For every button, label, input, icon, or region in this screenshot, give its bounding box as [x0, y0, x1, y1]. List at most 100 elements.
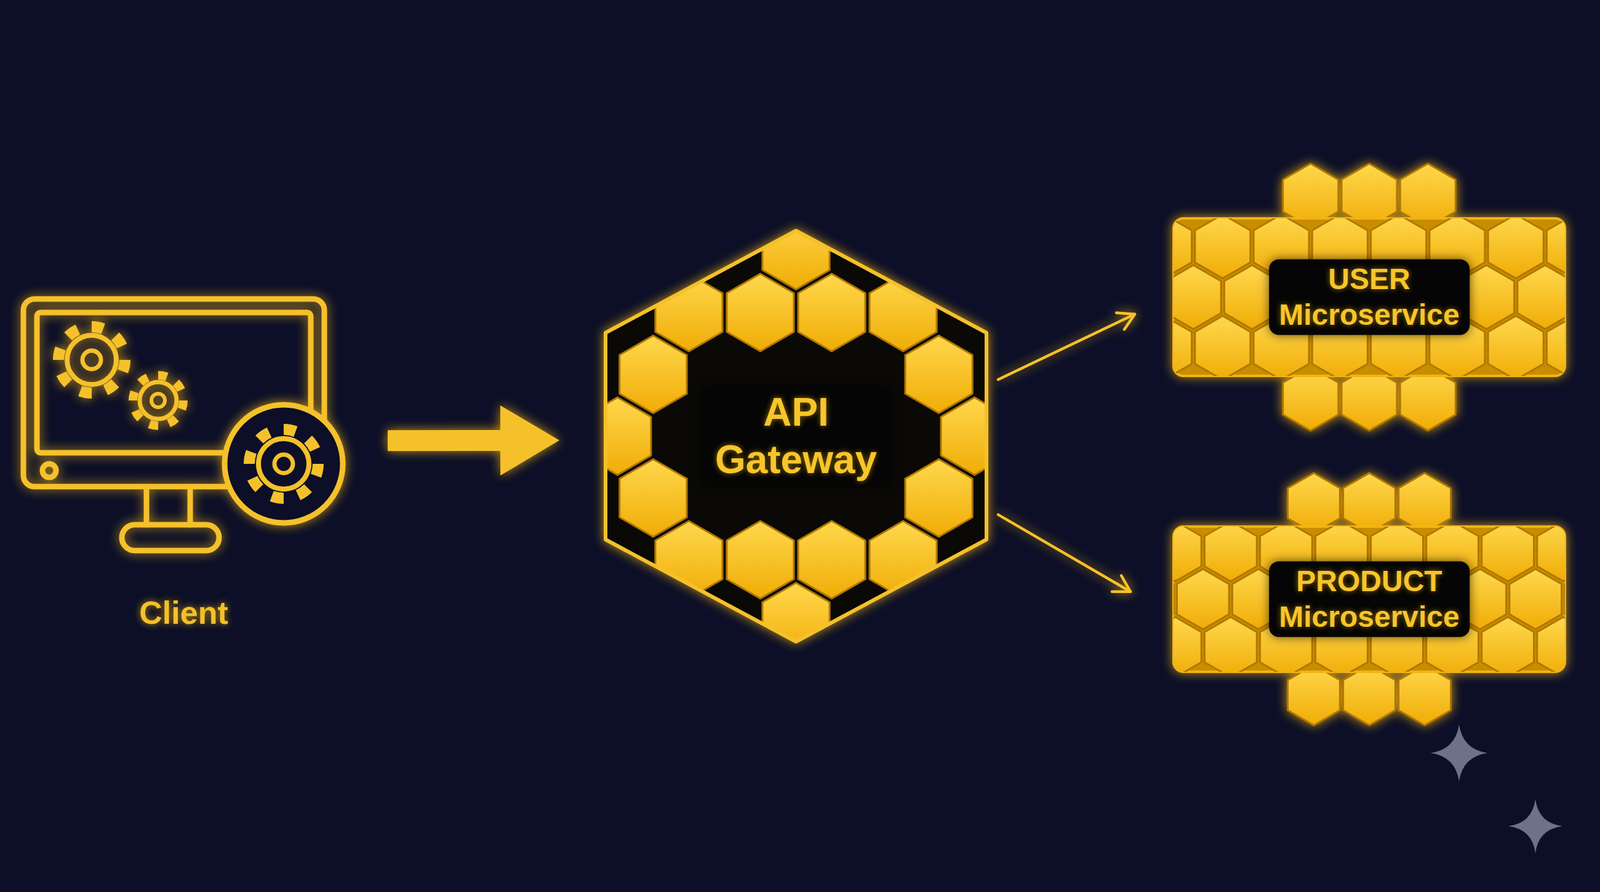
- honeycomb-cell: [1173, 617, 1202, 672]
- honeycomb-cell: [1253, 218, 1309, 279]
- honeycomb-cell: [1426, 617, 1479, 672]
- honeycomb-cell: [1546, 316, 1565, 377]
- sparkle-star: [1508, 799, 1563, 854]
- honeycomb-cell: [1343, 473, 1396, 534]
- client-node: Client: [20, 296, 348, 641]
- honeycomb-cell: [1315, 617, 1368, 672]
- bump-cells: [1288, 473, 1452, 726]
- honeycomb-cell: [1195, 218, 1251, 279]
- sparkle-star: [1430, 724, 1488, 782]
- gear-hub: [151, 393, 165, 408]
- service-node: USER Microservice: [1172, 155, 1567, 440]
- honeycomb-cell: [1537, 617, 1565, 672]
- honeycomb-cell: [1176, 569, 1229, 630]
- honeycomb-cell: [1509, 569, 1562, 630]
- gateway-node: API Gateway: [604, 229, 988, 644]
- gear-group: [58, 326, 343, 524]
- honeycomb-cell: [1398, 473, 1452, 534]
- label-plate: API Gateway: [700, 386, 893, 487]
- gear-teeth: [58, 326, 125, 394]
- honeycomb-cell: [1288, 473, 1341, 534]
- honeycomb-cell: [1312, 218, 1368, 279]
- monitor-base: [121, 524, 220, 551]
- label-plate: USER Microservice: [1268, 259, 1470, 335]
- connector-arrow: [998, 312, 1135, 380]
- honeycomb-cell: [1481, 617, 1535, 672]
- honeycomb-cell: [655, 273, 723, 352]
- honeycomb-cell: [1481, 526, 1535, 582]
- honeycomb-cell: [798, 521, 866, 599]
- node-label: USER Microservice: [1278, 261, 1460, 333]
- service-node: PRODUCT Microservice: [1172, 473, 1567, 725]
- arrow-line: [998, 314, 1135, 380]
- gear-body: [258, 438, 309, 490]
- honeycomb-cell: [1195, 316, 1251, 377]
- honeycomb-cell: [1517, 265, 1565, 330]
- honeycomb-cell: [1400, 265, 1456, 330]
- power-button: [42, 464, 56, 478]
- sparkle-watermark: [1415, 713, 1576, 874]
- honeycomb-cell: [1204, 526, 1257, 582]
- block-arrow: [387, 405, 560, 476]
- gear-body: [67, 335, 117, 385]
- honeycomb-cell: [1429, 316, 1485, 377]
- node-label: PRODUCT Microservice: [1278, 563, 1460, 635]
- gear-body: [139, 382, 177, 420]
- arrow-head: [1116, 312, 1135, 330]
- gear-teeth: [249, 429, 319, 499]
- honeycomb-cell: [1288, 569, 1341, 630]
- honeycomb-cell: [1253, 316, 1309, 377]
- hexagon-fill: [605, 230, 987, 642]
- hexagon-outline: [605, 230, 987, 642]
- honeycomb-cell: [905, 459, 973, 538]
- honeycomb-cell: [726, 521, 794, 599]
- monitor-icon: [20, 296, 348, 586]
- honeycomb-cell: [1488, 316, 1544, 377]
- honeycomb-cell: [762, 583, 830, 661]
- honeycomb-cell: [1343, 569, 1396, 630]
- node-label: API Gateway: [710, 388, 883, 484]
- label-plate: PRODUCT Microservice: [1268, 561, 1470, 637]
- connector-arrow: [387, 405, 560, 476]
- honeycomb-cell: [869, 521, 937, 599]
- honeycomb-cell: [1260, 526, 1313, 582]
- honeycomb-cell: [1224, 265, 1280, 330]
- honeycomb-cell: [1173, 265, 1221, 330]
- honeycomb-cell: [1426, 526, 1479, 582]
- honeycomb-cell: [1371, 526, 1424, 582]
- honeycomb-cell: [762, 212, 830, 290]
- honeycomb-cell: [1343, 665, 1396, 726]
- honeycomb-cell: [1371, 617, 1424, 672]
- honeycomb-cell: [905, 336, 973, 414]
- honeycomb-cell: [1260, 617, 1313, 672]
- arrow-line: [998, 515, 1131, 592]
- monitor-neck: [146, 488, 191, 525]
- gateway-cells: [584, 212, 1008, 661]
- honeycomb-cell: [619, 459, 687, 538]
- gear-hub: [274, 454, 293, 474]
- honeycomb-cell: [1283, 265, 1339, 330]
- honeycomb-cell: [1371, 218, 1427, 279]
- honeycomb-cell: [1312, 316, 1368, 377]
- node-label: Client: [139, 595, 228, 632]
- honeycomb-cell: [1341, 265, 1397, 330]
- honeycomb-cell: [1398, 569, 1452, 630]
- honeycomb-cell: [1371, 316, 1427, 377]
- honeycomb-cell: [1398, 665, 1452, 726]
- arrow-head: [1112, 576, 1131, 592]
- honeycomb-cell: [1204, 617, 1257, 672]
- honeycomb-cell: [655, 521, 723, 599]
- honeycomb-cell: [1488, 218, 1544, 279]
- honeycomb-cell: [1315, 526, 1368, 582]
- gear-badge: [224, 404, 343, 524]
- band-cells: [1173, 218, 1565, 376]
- honeycomb-cell: [1232, 569, 1285, 630]
- bump-cells: [1283, 163, 1456, 431]
- honeycomb-cell: [1459, 265, 1515, 330]
- honeycomb-cell: [1173, 316, 1192, 377]
- gear-hub: [82, 350, 101, 370]
- honeycomb-cell: [869, 273, 937, 352]
- gear-teeth: [132, 375, 184, 426]
- honeycomb-cell: [1454, 569, 1507, 630]
